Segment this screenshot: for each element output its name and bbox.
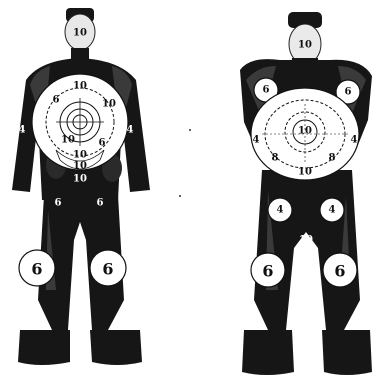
right-head-label: 10 [298,40,312,51]
right-target-label: 10 [298,167,312,178]
left-figure: 10 10 6 10 4 4 10 6 10 10 10 6 6 6 6 [12,8,150,365]
left-target-label: 10 [73,150,87,161]
left-leg-label: 6 [31,260,42,279]
right-target-label: 4 [351,135,358,146]
left-target-label: 10 [73,81,87,92]
left-target-label: 10 [73,161,87,172]
left-target-label: 10 [61,135,75,146]
speck [179,195,181,197]
right-thigh-label: 4 [329,205,336,216]
right-shoulder-label: 6 [263,85,270,96]
right-target-label: 10 [298,126,312,137]
right-leg-label: 6 [262,262,273,281]
left-target-label: 4 [127,125,134,136]
left-body-label: 6 [97,198,104,209]
left-leg-label: 6 [102,260,113,279]
right-target-label: 4 [253,135,260,146]
right-shoulder-label: 6 [345,87,352,98]
left-target-label: 6 [99,138,106,149]
left-body-label: 6 [55,198,62,209]
right-mid-label: 10 [299,235,313,246]
left-body-label: 10 [73,174,87,185]
left-target-label: 6 [53,95,60,106]
speck [189,129,191,131]
right-leg-label: 6 [334,262,345,281]
right-target-label: 8 [272,153,279,164]
right-thigh-label: 4 [277,205,284,216]
left-target-label: 4 [19,125,26,136]
left-target-label: 10 [102,99,116,110]
right-target-label: 8 [329,153,336,164]
left-head-label: 10 [73,28,87,39]
right-figure: 10 6 6 10 4 4 8 8 10 4 4 10 6 6 [240,12,372,375]
